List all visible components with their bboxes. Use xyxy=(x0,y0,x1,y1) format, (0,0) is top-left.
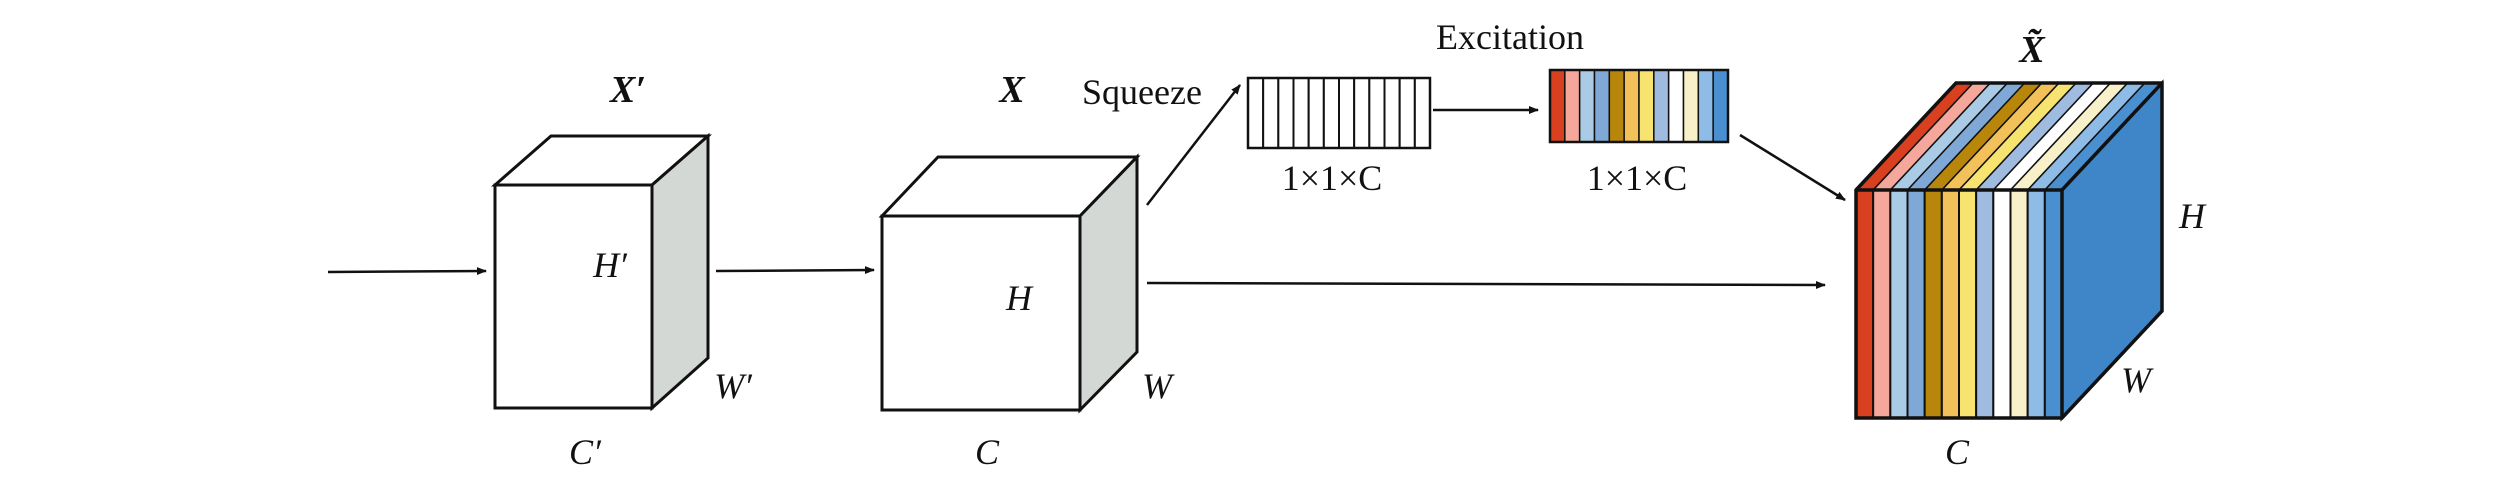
output-tensor-height-label: H xyxy=(2178,196,2207,236)
transform-arrow xyxy=(715,266,875,275)
feature-tensor-channel-label: C xyxy=(975,432,1000,472)
excitation-vector-cell xyxy=(1682,69,1700,143)
squeeze-vector-cell xyxy=(1413,77,1432,149)
excitation-vector-cell xyxy=(1667,69,1685,143)
input-tensor-height-label: H′ xyxy=(592,245,628,285)
feature-tensor-width-label: W xyxy=(1142,366,1175,406)
excitation-vector xyxy=(1548,68,1730,144)
output-tensor-front-slice xyxy=(2009,189,2029,419)
squeeze-vector-cell xyxy=(1322,77,1341,149)
input-arrow xyxy=(327,267,487,276)
squeeze-vector-cell xyxy=(1338,77,1356,149)
output-tensor-width-label: W xyxy=(2121,360,2154,400)
input-tensor-label: X′ xyxy=(609,69,646,111)
output-tensor-front-slice xyxy=(1889,189,1909,419)
output-tensor-label: X̃ xyxy=(2018,29,2046,71)
squeeze-vector xyxy=(1246,76,1432,150)
squeeze-vector-dims: 1×1×C xyxy=(1282,158,1383,198)
output-tensor-front-slice xyxy=(1906,189,1926,419)
feature-tensor-label: X xyxy=(998,69,1026,111)
input-tensor-width-label: W′ xyxy=(714,366,753,406)
feature-tensor-front-face xyxy=(880,214,1082,412)
squeeze-arrow xyxy=(1146,84,1241,206)
excitation-vector-cell xyxy=(1638,69,1655,143)
excitation-vector-cell xyxy=(1697,69,1714,143)
excitation-vector-cell xyxy=(1712,69,1729,143)
squeeze-vector-cell xyxy=(1368,77,1386,149)
squeeze-vector-cell xyxy=(1353,77,1371,149)
squeeze-vector-cell xyxy=(1262,77,1280,149)
scale-arrow xyxy=(1739,133,1846,202)
squeeze-vector-border xyxy=(1246,76,1432,150)
input-tensor-side-face xyxy=(650,132,710,412)
input-tensor-channel-label: C′ xyxy=(569,432,602,472)
excitation-vector-cell xyxy=(1564,69,1581,143)
excitation-vector-cell xyxy=(1593,69,1611,143)
output-tensor-channel-label: C xyxy=(1945,432,1970,472)
excitation-vector-label: 1×1×C xyxy=(1587,158,1688,198)
excitation-vector-cell xyxy=(1549,69,1566,143)
output-tensor-front-slice xyxy=(1958,189,1978,419)
output-tensor-front-slice xyxy=(2043,189,2064,419)
output-tensor-cube xyxy=(1854,79,2164,422)
excitation-vector-cell xyxy=(1578,69,1596,143)
excitation-vector-cell xyxy=(1608,69,1625,143)
squeeze-vector-cell xyxy=(1307,77,1325,149)
excitation-vector-cell xyxy=(1653,69,1670,143)
excitation-label: Excitation xyxy=(1436,17,1584,57)
squeeze-vector-cell xyxy=(1292,77,1310,149)
output-tensor-front-slice xyxy=(1940,189,1961,419)
input-tensor-front-face xyxy=(493,183,654,410)
squeeze-vector-cell xyxy=(1383,77,1401,149)
output-tensor-front-slice xyxy=(1975,189,1995,419)
identity-arrow xyxy=(1146,280,1826,289)
output-tensor-front-slice xyxy=(1923,189,1943,419)
output-tensor-front-slice xyxy=(1872,189,1892,419)
output-tensor-front-slice xyxy=(2026,189,2046,419)
excitation-vector-border xyxy=(1548,68,1730,144)
squeeze-vector-label: 1×1×C xyxy=(1282,158,1383,198)
squeeze-vector-cell xyxy=(1398,77,1416,149)
output-tensor-outline xyxy=(1854,81,2164,420)
squeeze-label: Squeeze xyxy=(1082,72,1202,112)
excitation-vector-cell xyxy=(1623,69,1640,143)
squeeze-vector-cell xyxy=(1277,77,1295,149)
input-tensor-cube xyxy=(491,132,712,412)
feature-tensor-cube xyxy=(878,153,1141,414)
output-tensor-front-slice xyxy=(1855,189,1875,419)
feature-tensor-height-label: H xyxy=(1005,278,1034,318)
output-tensor-front-slice xyxy=(1992,189,2012,419)
squeeze-vector-cell xyxy=(1247,77,1265,149)
